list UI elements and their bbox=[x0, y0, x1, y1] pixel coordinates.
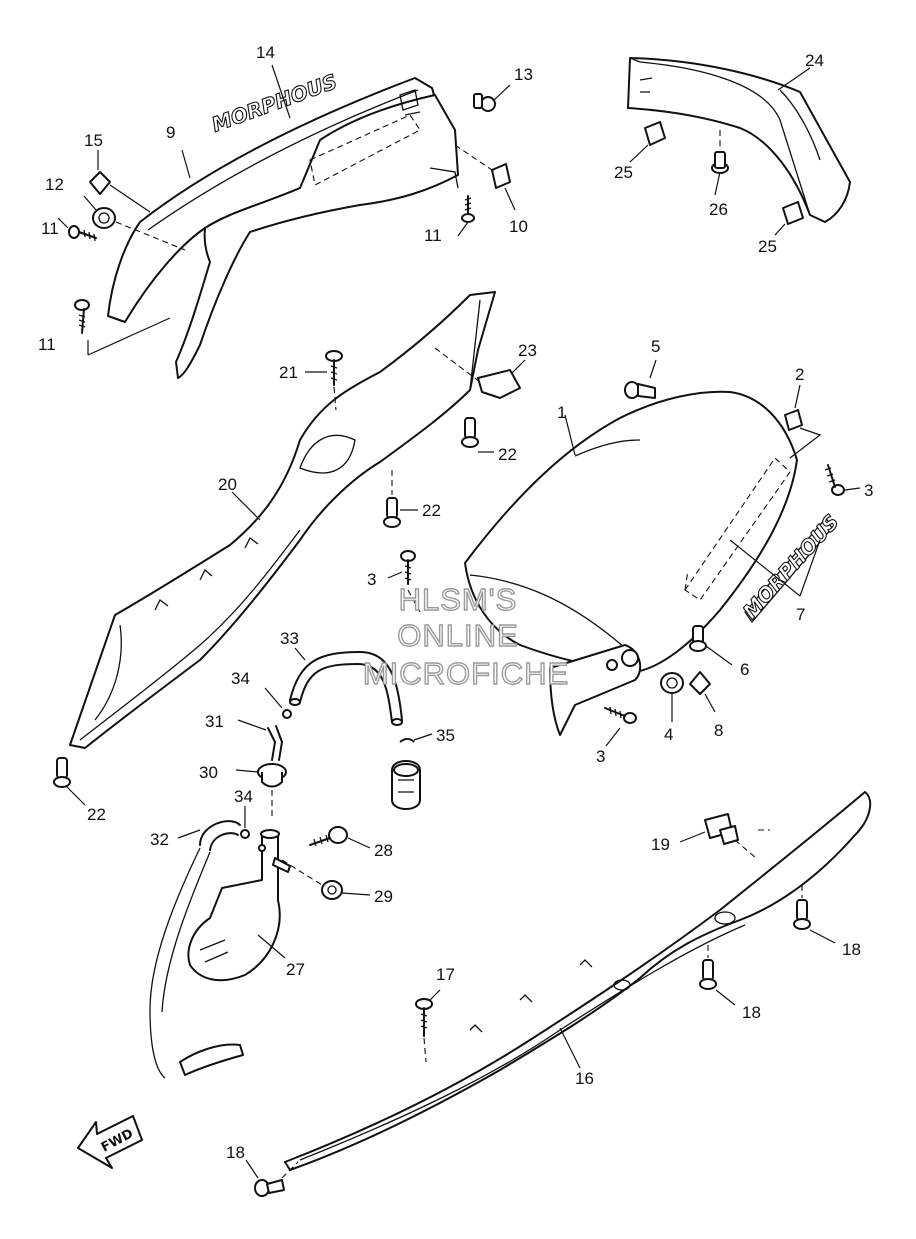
callout-22: 22 bbox=[498, 445, 517, 464]
callout-2: 2 bbox=[795, 365, 804, 384]
callout-18: 18 bbox=[842, 940, 861, 959]
part-5-bolt bbox=[624, 359, 657, 399]
callout-30: 30 bbox=[199, 763, 218, 782]
callout-4: 4 bbox=[664, 725, 673, 744]
callout-18: 18 bbox=[742, 1003, 761, 1022]
part-3-screws bbox=[387, 464, 861, 747]
callout-8: 8 bbox=[714, 721, 723, 740]
part-18-clips bbox=[245, 885, 836, 1197]
callout-22: 22 bbox=[87, 805, 106, 824]
part-6-clip bbox=[689, 625, 733, 666]
callout-1: 1 bbox=[557, 403, 566, 422]
part-28-bolt bbox=[309, 826, 371, 849]
callout-10: 10 bbox=[509, 217, 528, 236]
callout-20: 20 bbox=[218, 475, 237, 494]
callout-25: 25 bbox=[758, 237, 777, 256]
part-25-nut-clips bbox=[629, 121, 804, 236]
callout-labels: 1 2 3 3 3 4 5 6 7 8 9 10 11 11 11 12 13 … bbox=[38, 43, 873, 1162]
callout-7: 7 bbox=[796, 605, 805, 624]
part-15-damper bbox=[89, 150, 151, 213]
part-30-check-valve bbox=[235, 763, 287, 820]
callout-22: 22 bbox=[422, 501, 441, 520]
part-23-bracket bbox=[434, 347, 526, 399]
part-8-damper bbox=[689, 671, 716, 713]
callout-3: 3 bbox=[367, 570, 376, 589]
part-17-screw bbox=[415, 989, 441, 1063]
callout-11: 11 bbox=[424, 226, 442, 245]
part-10-nut-clip bbox=[454, 144, 516, 211]
callout-12: 12 bbox=[45, 175, 64, 194]
part-2-clip bbox=[784, 384, 822, 459]
watermark-line-3: MICROFICHE bbox=[363, 656, 569, 691]
part-29-grommet bbox=[272, 857, 371, 900]
part-11-screws bbox=[57, 195, 475, 356]
callout-23: 23 bbox=[518, 341, 537, 360]
part-4-grommet bbox=[660, 672, 684, 722]
callout-29: 29 bbox=[374, 887, 393, 906]
callout-34: 34 bbox=[234, 787, 253, 806]
callout-32: 32 bbox=[150, 830, 169, 849]
part-1-side-cover bbox=[464, 390, 798, 736]
part-34-clamps bbox=[240, 687, 292, 839]
part-19-clip bbox=[679, 813, 757, 859]
part-26-clip bbox=[711, 130, 729, 196]
part-33-hose bbox=[289, 647, 403, 726]
callout-25: 25 bbox=[614, 163, 633, 182]
callout-19: 19 bbox=[651, 835, 670, 854]
callout-17: 17 bbox=[436, 965, 455, 984]
callout-15: 15 bbox=[84, 131, 103, 150]
callout-5: 5 bbox=[651, 337, 660, 356]
callout-16: 16 bbox=[575, 1069, 594, 1088]
part-9-upper-side-cover bbox=[107, 77, 459, 379]
callout-21: 21 bbox=[279, 363, 298, 382]
part-24-tail-trim bbox=[627, 57, 851, 223]
part-20-side-panel bbox=[69, 291, 496, 749]
callout-6: 6 bbox=[740, 660, 749, 679]
watermark-line-2: ONLINE bbox=[397, 618, 518, 653]
callout-27: 27 bbox=[286, 960, 305, 979]
part-21-screw bbox=[305, 350, 343, 411]
watermark-line-1: HLSM'S bbox=[399, 582, 518, 617]
callout-3: 3 bbox=[596, 747, 605, 766]
callout-35: 35 bbox=[436, 726, 455, 745]
callout-11: 11 bbox=[38, 335, 56, 354]
callout-11: 11 bbox=[41, 219, 59, 238]
callout-28: 28 bbox=[374, 841, 393, 860]
callout-24: 24 bbox=[805, 51, 824, 70]
callout-13: 13 bbox=[514, 65, 533, 84]
callout-3: 3 bbox=[864, 481, 873, 500]
callout-31: 31 bbox=[205, 712, 224, 731]
callout-26: 26 bbox=[709, 200, 728, 219]
part-27-breather-box bbox=[187, 829, 286, 982]
callout-34: 34 bbox=[231, 669, 250, 688]
callout-9: 9 bbox=[166, 123, 175, 142]
callout-14: 14 bbox=[256, 43, 275, 62]
part-16-under-cover bbox=[284, 791, 872, 1171]
callout-18: 18 bbox=[226, 1143, 245, 1162]
part-35-filter-cap bbox=[391, 733, 433, 810]
part-12-grommet bbox=[83, 195, 186, 251]
part-32-hose bbox=[149, 820, 244, 1079]
fwd-arrow-icon: FWD bbox=[77, 1115, 143, 1169]
part-22-clips bbox=[53, 417, 494, 806]
part-31-elbow bbox=[237, 719, 283, 761]
part-13-bolt bbox=[473, 84, 511, 112]
callout-33: 33 bbox=[280, 629, 299, 648]
watermark: HLSM'S ONLINE MICROFICHE bbox=[362, 581, 569, 691]
